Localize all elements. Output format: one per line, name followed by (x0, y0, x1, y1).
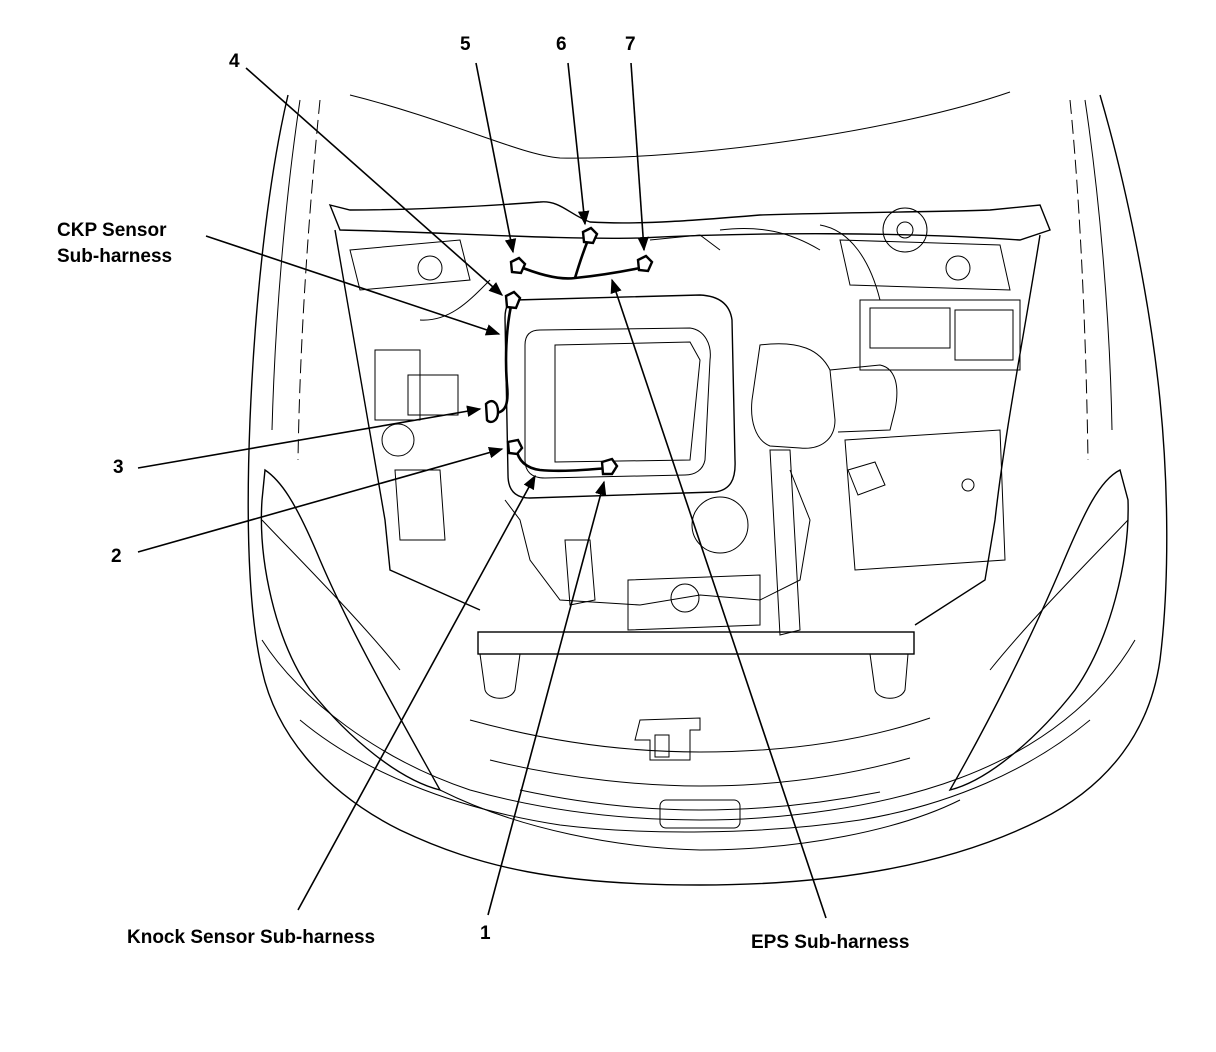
car-body-outline (247, 91, 1168, 886)
callout-3: 3 (113, 457, 124, 478)
ckp-sensor-label-line2: Sub-harness (57, 246, 173, 267)
connectors (484, 226, 654, 476)
connector-5 (509, 256, 527, 275)
connector-6 (581, 226, 599, 245)
callout-7: 7 (625, 34, 636, 55)
radiator-support (477, 631, 915, 699)
knock-sensor-label: Knock Sensor Sub-harness (127, 927, 376, 948)
connector-2 (506, 438, 524, 456)
leader-lines (137, 62, 827, 919)
callout-6: 6 (556, 34, 567, 55)
knock-sensor-sub-harness-wire (514, 447, 609, 473)
callout-4: 4 (229, 51, 240, 72)
ckp-sub-harness-wire (495, 305, 513, 415)
sub-harness-wires (495, 239, 641, 473)
ckp-sensor-label-line1: CKP Sensor (57, 220, 167, 241)
connector-1 (600, 457, 619, 476)
callout-5: 5 (460, 34, 471, 55)
callout-1: 1 (480, 923, 491, 944)
connector-3 (484, 400, 500, 424)
eps-label: EPS Sub-harness (751, 932, 910, 953)
connector-7 (636, 254, 654, 273)
engine-assembly (349, 207, 1021, 636)
callout-2: 2 (111, 546, 122, 567)
connector-4 (504, 290, 522, 310)
